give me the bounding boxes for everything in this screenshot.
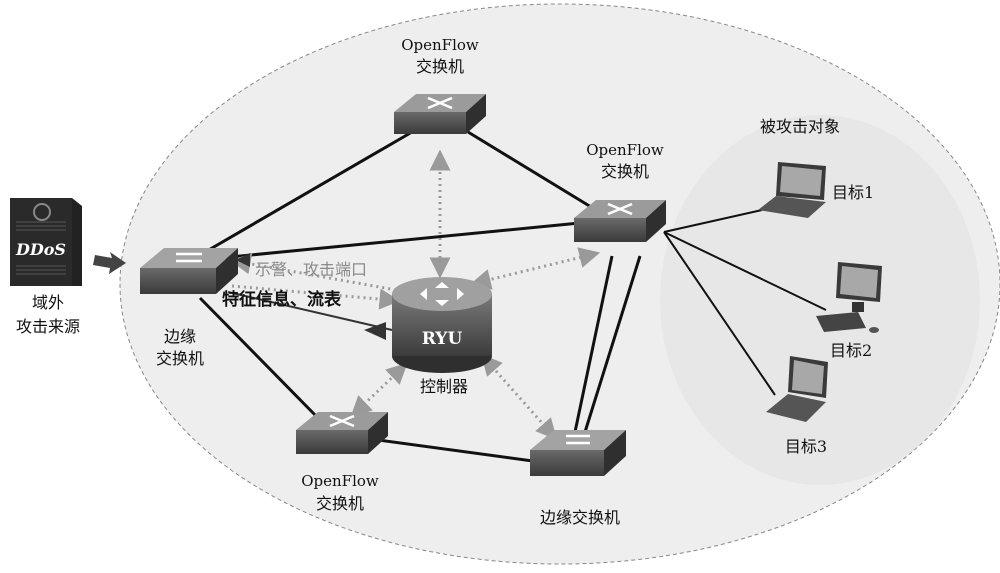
target3-label: 目标3	[785, 437, 827, 456]
link-openflow-right-to-edge-bottom-b	[583, 255, 642, 433]
openflow-switch-bottom	[296, 412, 388, 454]
link-to-target1	[663, 209, 763, 233]
openflow-bottom-label-1: OpenFlow	[301, 472, 379, 490]
control-channels	[229, 149, 601, 440]
link-edge-left-to-openflow-bottom	[198, 296, 322, 422]
edge-switch-left	[140, 248, 238, 294]
openflow-top-label-1: OpenFlow	[401, 36, 479, 54]
target3-laptop-icon	[766, 356, 828, 422]
link-edge-left-to-openflow-top	[199, 130, 413, 257]
targets-group-title: 被攻击对象	[760, 117, 840, 136]
openflow-right-label-1: OpenFlow	[586, 141, 664, 159]
link-openflow-top-to-openflow-right	[467, 130, 597, 212]
openflow-bottom-label-2: 交换机	[316, 494, 364, 513]
alert-annotation: 示警、攻击端口	[255, 260, 367, 279]
link-openflow-bottom-to-edge-bottom	[377, 438, 541, 464]
openflow-switch-top	[394, 94, 486, 134]
controller-label: 控制器	[420, 377, 468, 396]
channel-alert-to-edge-left	[229, 253, 397, 292]
edge-bottom-label: 边缘交换机	[540, 508, 620, 527]
link-to-target3	[663, 231, 776, 396]
switch-arrows-icon	[427, 96, 453, 110]
target2-label: 目标2	[830, 341, 872, 360]
edge-switch-bottom	[530, 430, 626, 476]
channel-edge-left-to-controller-dotted	[231, 284, 401, 310]
link-openflow-right-to-edge-bottom-a	[573, 255, 614, 433]
ryu-controller	[392, 277, 492, 373]
openflow-right-label-2: 交换机	[601, 162, 649, 181]
controller-badge: RYU	[422, 329, 463, 349]
edge-left-label-2: 交换机	[156, 349, 204, 368]
target-crosshair-icon	[33, 203, 51, 221]
target-links	[663, 209, 827, 396]
openflow-top-label-2: 交换机	[416, 57, 464, 76]
ddos-label-2: 攻击来源	[16, 317, 80, 336]
router-arrows-icon	[420, 282, 464, 306]
ddos-label-1: 域外	[32, 293, 64, 312]
target2-desktop-icon	[816, 262, 882, 333]
physical-links	[198, 130, 642, 464]
edge-left-label-1: 边缘	[164, 327, 196, 346]
ddos-server	[10, 198, 82, 286]
features-annotation: 特征信息、流表	[222, 289, 342, 310]
edge-arrows-icon	[176, 252, 202, 263]
link-to-target2	[663, 231, 827, 311]
link-edge-left-to-openflow-right	[219, 220, 591, 260]
openflow-switch-right	[574, 200, 666, 242]
ddos-badge: DDoS	[15, 240, 66, 259]
target1-label: 目标1	[832, 183, 874, 202]
target-area	[660, 115, 980, 485]
features-arrow	[227, 253, 393, 340]
ddos-attack-arrow	[93, 252, 126, 274]
channel-controller-openflow-right	[469, 247, 601, 290]
channel-controller-openflow-bottom	[350, 362, 408, 418]
target1-laptop-icon	[758, 162, 826, 218]
